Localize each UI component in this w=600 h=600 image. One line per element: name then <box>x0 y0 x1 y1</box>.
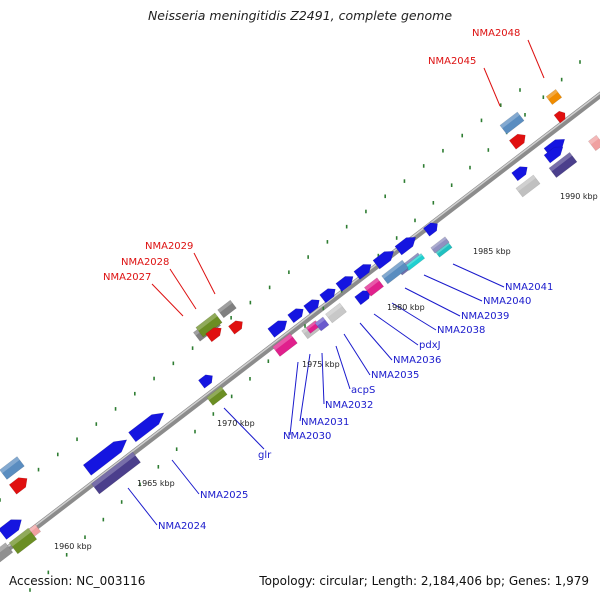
genome-summary: Topology: circular; Length: 2,184,406 bp… <box>259 574 589 588</box>
map-title: Neisseria meningitidis Z2491, complete g… <box>147 8 453 23</box>
gene-label: NMA2027 <box>103 272 151 283</box>
scale-label: 1980 kbp <box>387 303 425 312</box>
gene-label: NMA2036 <box>393 355 441 366</box>
gene-arrow <box>423 222 438 237</box>
gene-block <box>545 89 563 105</box>
scale-label: 1970 kbp <box>217 419 255 428</box>
gene-label: NMA2041 <box>505 282 553 293</box>
gene-label: NMA2045 <box>428 56 476 67</box>
label-leader-line <box>404 287 461 317</box>
gene-label: NMA2032 <box>325 400 373 411</box>
gene-label: NMA2038 <box>437 325 485 336</box>
label-leader-line <box>452 263 505 288</box>
accession-text: Accession: NC_003116 <box>9 574 146 588</box>
gene-arrow <box>205 327 222 343</box>
gene-arrow <box>8 477 28 495</box>
label-leader-line <box>289 361 299 436</box>
gene-block <box>0 456 25 480</box>
gene-block <box>363 277 385 297</box>
label-leader-line <box>223 407 265 450</box>
label-leader-line <box>169 268 197 310</box>
gene-block <box>91 451 141 495</box>
gene-arrow <box>354 290 371 306</box>
gene-block <box>515 174 541 198</box>
gene-arrow <box>372 251 395 270</box>
label-leader-line <box>151 283 184 317</box>
gene-label: NMA2030 <box>283 431 331 442</box>
gene-label: NMA2029 <box>145 241 193 252</box>
gene-arrow <box>303 299 320 315</box>
gene-label: glr <box>258 450 272 461</box>
gene-block <box>0 542 14 564</box>
label-leader-line <box>321 352 325 405</box>
gene-label: NMA2040 <box>483 296 531 307</box>
gene-arrow <box>335 276 354 292</box>
gene-arrow <box>0 519 22 540</box>
genome-backbone <box>0 91 600 559</box>
gene-label: NMA2024 <box>158 521 206 532</box>
scale-label: 1975 kbp <box>302 360 340 369</box>
gene-block <box>548 151 578 179</box>
gene-label: NMA2048 <box>472 28 520 39</box>
label-leader-line <box>391 302 437 331</box>
label-leader-line <box>193 252 216 295</box>
gene-arrow <box>128 412 165 443</box>
gene-label: NMA2031 <box>301 417 349 428</box>
gene-block <box>588 134 600 152</box>
label-leaders <box>127 39 545 526</box>
gene-block <box>435 242 453 258</box>
gene-block <box>217 299 237 319</box>
gene-label: NMA2028 <box>121 257 169 268</box>
label-leader-line <box>335 345 351 390</box>
gene-arrow <box>553 110 566 124</box>
scale-ticks <box>0 60 581 592</box>
gene-label: NMA2035 <box>371 370 419 381</box>
scale-label: 1985 kbp <box>473 247 511 256</box>
gene-arrow <box>82 439 128 476</box>
scale-label: 1960 kbp <box>54 542 92 551</box>
gene-block <box>272 333 298 357</box>
gene-block <box>499 111 525 135</box>
label-leader-line <box>171 459 200 495</box>
gene-arrow <box>353 264 372 280</box>
label-leader-line <box>343 333 371 376</box>
gene-arrow <box>394 237 417 256</box>
gene-block <box>314 316 330 332</box>
scale-label: 1965 kbp <box>137 479 175 488</box>
gene-arrow <box>228 320 243 335</box>
gene-block <box>381 259 409 285</box>
label-leader-line <box>527 39 545 79</box>
gene-labels: NMA2048NMA2045NMA2029NMA2028NMA2027NMA20… <box>103 28 553 532</box>
label-leader-line <box>359 322 393 361</box>
label-leader-line <box>127 487 158 526</box>
gene-arrow <box>287 308 304 324</box>
label-leader-line <box>299 353 311 422</box>
gene-features <box>0 89 600 564</box>
gene-block <box>206 386 228 406</box>
gene-arrow <box>508 133 526 150</box>
gene-arrow <box>543 146 564 164</box>
label-leader-line <box>373 313 419 346</box>
gene-label: acpS <box>351 385 375 396</box>
gene-label: pdxJ <box>419 340 441 351</box>
gene-arrow <box>267 320 288 338</box>
gene-block <box>325 302 347 324</box>
gene-block <box>8 527 38 555</box>
gene-arrow <box>198 374 213 389</box>
gene-arrow <box>319 288 336 304</box>
label-leader-line <box>423 274 483 302</box>
scale-labels: 1960 kbp 1965 kbp 1970 kbp 1975 kbp 1980 kbp… <box>54 192 598 551</box>
gene-label: NMA2025 <box>200 490 248 501</box>
label-leader-line <box>483 67 501 107</box>
scale-label: 1990 kbp <box>560 192 598 201</box>
gene-label: NMA2039 <box>461 311 509 322</box>
gene-arrow <box>511 166 528 182</box>
